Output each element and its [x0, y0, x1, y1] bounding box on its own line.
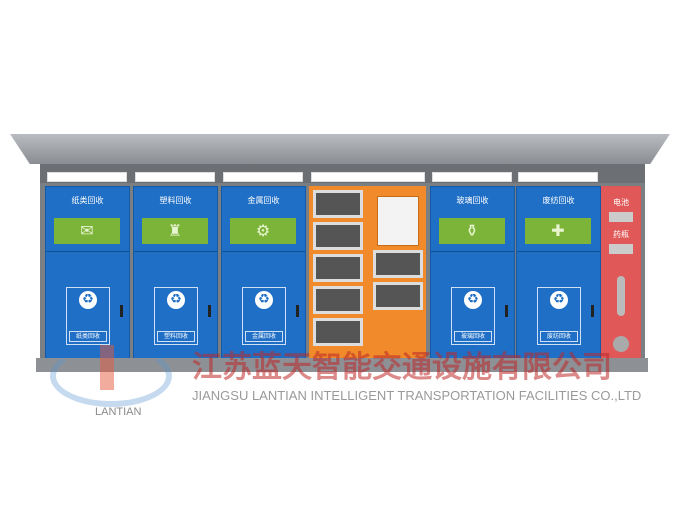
locker-door[interactable] [313, 254, 363, 282]
recycle-icon: ♻ [550, 291, 568, 309]
logo-swoosh-icon [50, 345, 172, 407]
medicine-slot[interactable] [609, 244, 633, 254]
bin-door[interactable]: ♻ 纸类回收 [66, 287, 110, 345]
plastic-bag-icon[interactable]: ♜ [142, 218, 208, 244]
hazardous-waste-unit: 电池 药瓶 [601, 186, 641, 358]
door-handle[interactable] [208, 305, 211, 317]
locker-door[interactable] [313, 318, 363, 346]
bin-label: 金属回收 [245, 331, 283, 342]
door-handle[interactable] [505, 305, 508, 317]
paper-icon[interactable]: ✉ [54, 218, 120, 244]
divider [431, 251, 514, 252]
light-strip [432, 172, 512, 182]
logo-text: LANTIAN [95, 406, 142, 418]
light-strip [311, 172, 425, 182]
battery-label: 电池 [613, 198, 629, 207]
recycling-bin: 玻璃回收 ⚱ ♻ 玻璃回收 [430, 186, 515, 360]
logo-mark-icon [100, 345, 114, 390]
door-handle[interactable] [120, 305, 123, 317]
recycle-icon: ♻ [255, 291, 273, 309]
watermark-company-cn: 江苏蓝天智能交通设施有限公司 [192, 350, 612, 385]
canopy-roof [10, 134, 670, 164]
bin-label: 纸类回收 [69, 331, 107, 342]
light-strip [135, 172, 215, 182]
lamp-tube-slot[interactable] [617, 276, 625, 316]
locker-door[interactable] [373, 282, 423, 310]
locker-door[interactable] [313, 222, 363, 250]
bin-label: 玻璃回收 [454, 331, 492, 342]
recycle-icon: ♻ [464, 291, 482, 309]
light-strip [223, 172, 303, 182]
locker-door[interactable] [373, 250, 423, 278]
bin-label: 塑料回收 [157, 331, 195, 342]
recycling-bin: 纸类回收 ✉ ♻ 纸类回收 [45, 186, 130, 360]
touch-screen[interactable] [377, 196, 419, 246]
battery-slot[interactable] [609, 212, 633, 222]
locker-door[interactable] [313, 190, 363, 218]
metal-icon[interactable]: ⚙ [230, 218, 296, 244]
station-base [36, 358, 648, 372]
recycling-bin: 塑料回收 ♜ ♻ 塑料回收 [133, 186, 218, 360]
divider [517, 251, 600, 252]
medicine-label: 药瓶 [613, 230, 629, 239]
bin-title: 塑料回收 [159, 196, 192, 205]
bottle-icon[interactable]: ⚱ [439, 218, 505, 244]
divider [46, 251, 129, 252]
light-strip [518, 172, 598, 182]
divider [134, 251, 217, 252]
bin-door[interactable]: ♻ 金属回收 [242, 287, 286, 345]
round-button[interactable] [613, 336, 629, 352]
bin-door[interactable]: ♻ 玻璃回收 [451, 287, 495, 345]
door-handle[interactable] [591, 305, 594, 317]
bin-title: 纸类回收 [71, 196, 104, 205]
bin-title: 玻璃回收 [456, 196, 489, 205]
door-handle[interactable] [296, 305, 299, 317]
smart-locker-unit [309, 186, 426, 358]
bin-label: 废纺回收 [540, 331, 578, 342]
recycle-icon: ♻ [79, 291, 97, 309]
bin-title: 废纺回收 [542, 196, 575, 205]
clothing-icon[interactable]: ✚ [525, 218, 591, 244]
recycle-icon: ♻ [167, 291, 185, 309]
watermark-company-en: JIANGSU LANTIAN INTELLIGENT TRANSPORTATI… [192, 388, 642, 403]
bin-title: 金属回收 [247, 196, 280, 205]
divider [222, 251, 305, 252]
recycling-bin: 金属回收 ⚙ ♻ 金属回收 [221, 186, 306, 360]
recycling-bin: 废纺回收 ✚ ♻ 废纺回收 [516, 186, 601, 360]
light-strip [47, 172, 127, 182]
bin-door[interactable]: ♻ 塑料回收 [154, 287, 198, 345]
locker-door[interactable] [313, 286, 363, 314]
bin-door[interactable]: ♻ 废纺回收 [537, 287, 581, 345]
